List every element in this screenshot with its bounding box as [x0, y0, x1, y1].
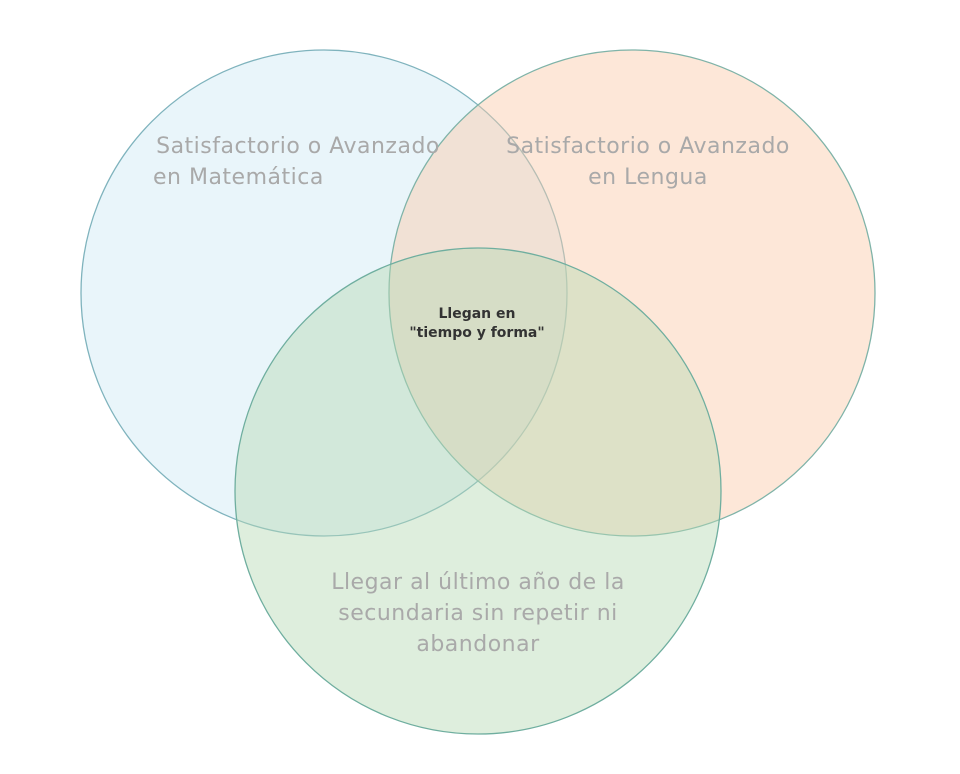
lengua-label-line1: Satisfactorio o Avanzado — [506, 134, 790, 159]
circle-lengua — [388, 49, 876, 537]
matematica-label-line2: en Matemática — [153, 165, 324, 190]
circle-matematica — [80, 49, 568, 537]
intersection-label-line2: "tiempo y forma" — [409, 325, 544, 341]
circle-secundaria — [234, 247, 722, 735]
secundaria-label-line1: Llegar al último año de la — [331, 570, 625, 595]
secundaria-label-line3: abandonar — [416, 632, 540, 657]
intersection-label-line1: Llegan en — [439, 306, 516, 322]
matematica-label-line1: Satisfactorio o Avanzado — [156, 134, 440, 159]
lengua-label-line2: en Lengua — [588, 165, 708, 190]
secundaria-label-line2: secundaria sin repetir ni — [338, 601, 618, 626]
